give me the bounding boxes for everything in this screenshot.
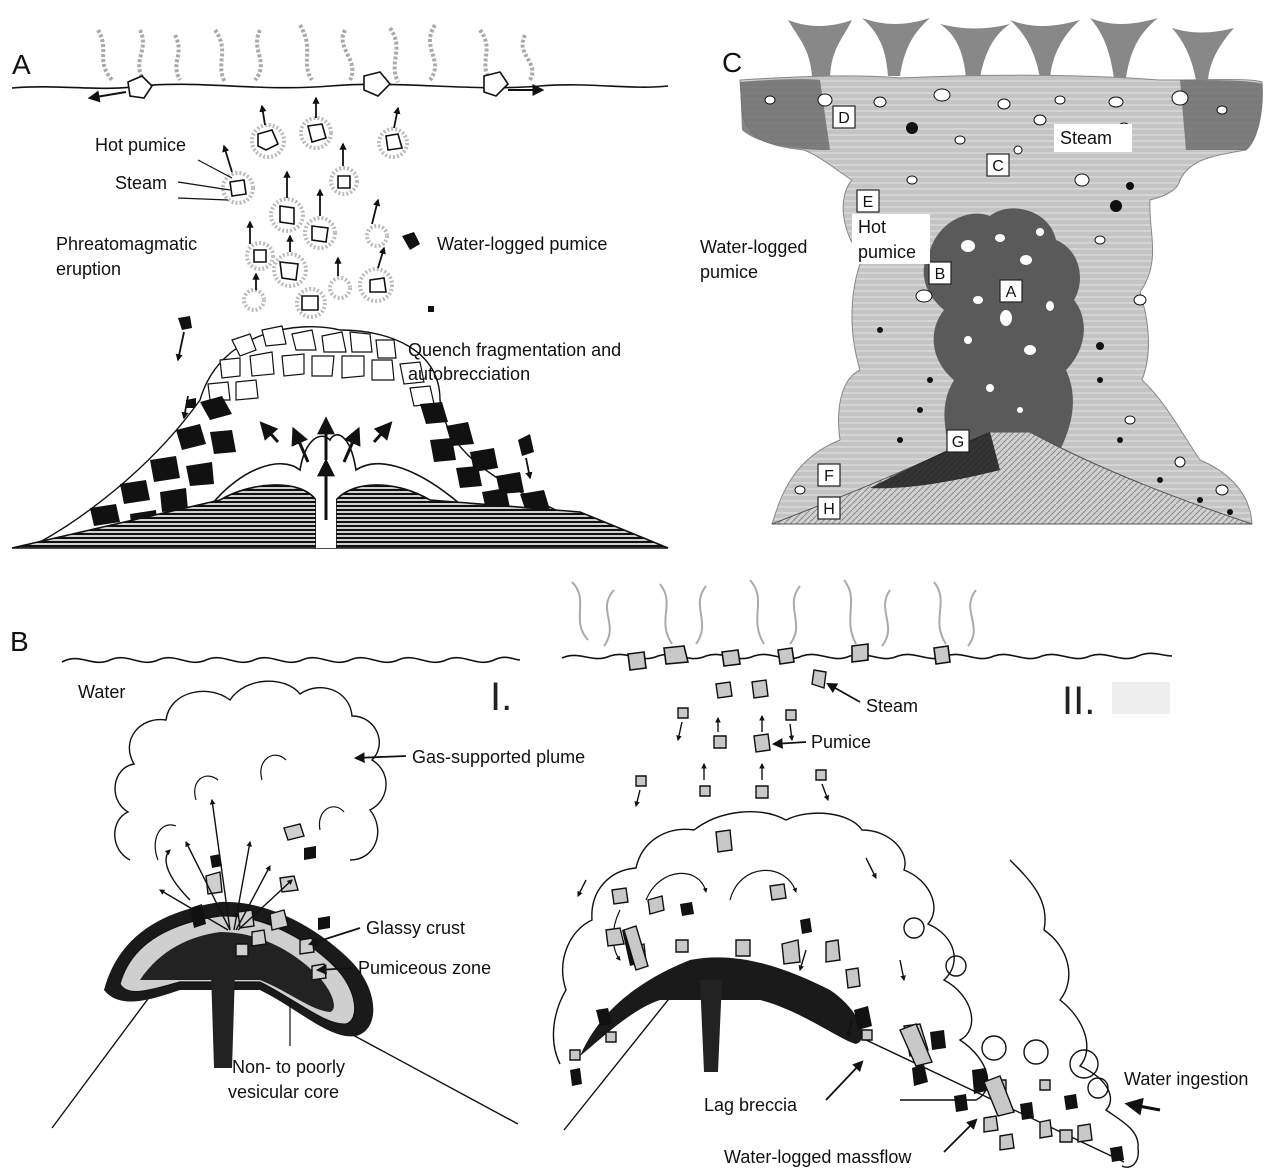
label-water-ingestion: Water ingestion bbox=[1124, 1069, 1248, 1089]
panel-b-ii-rising-pumice bbox=[636, 670, 826, 798]
panel-c-plume-dark-right bbox=[1180, 80, 1262, 150]
panel-c-marker-G: G bbox=[947, 430, 969, 452]
panel-a: A bbox=[12, 25, 668, 548]
svg-text:C: C bbox=[992, 158, 1004, 175]
panel-a-water-surface bbox=[12, 84, 668, 88]
label-waterlogged-massflow: Water-logged massflow bbox=[724, 1147, 912, 1167]
panel-b-ii-steam-wisps bbox=[572, 580, 976, 646]
panel-b-i: Water I. bbox=[52, 657, 585, 1128]
label-hot-pumice: Hot pumice bbox=[95, 135, 186, 155]
panel-b-ii-swirls bbox=[904, 918, 1108, 1098]
leader-hot-pumice bbox=[198, 160, 232, 178]
pointer-steam-b bbox=[828, 684, 860, 702]
label-steam-c: Steam bbox=[1060, 128, 1112, 148]
label-steam-b: Steam bbox=[866, 696, 918, 716]
label-pumiceous-zone: Pumiceous zone bbox=[358, 958, 491, 978]
panel-b-ii-label-bg bbox=[1112, 682, 1170, 714]
label-autobrecciation: autobrecciation bbox=[408, 364, 530, 384]
pointer-pumice-b bbox=[774, 742, 806, 744]
leader-steam-a-2 bbox=[178, 198, 228, 200]
panel-c-marker-H: H bbox=[818, 497, 840, 519]
svg-text:F: F bbox=[824, 468, 834, 485]
label-waterlogged-c-line1: Water-logged bbox=[700, 237, 807, 257]
svg-text:G: G bbox=[952, 434, 964, 451]
panel-c-marker-A: A bbox=[1000, 280, 1022, 302]
label-water: Water bbox=[78, 682, 125, 702]
panel-a-steam-wisps bbox=[98, 25, 532, 82]
panel-a-letter: A bbox=[12, 49, 31, 80]
panel-b-i-water-surface bbox=[62, 657, 520, 662]
label-pumice-b: Pumice bbox=[811, 732, 871, 752]
panel-b-i-slope bbox=[52, 980, 162, 1128]
panel-b-i-slope-right bbox=[340, 1028, 518, 1124]
panel-b-i-label: I. bbox=[490, 675, 512, 719]
label-lag-breccia: Lag breccia bbox=[704, 1095, 798, 1115]
svg-text:A: A bbox=[1006, 284, 1017, 301]
label-glassy-crust: Glassy crust bbox=[366, 918, 465, 938]
panel-c-marker-D: D bbox=[833, 106, 855, 128]
label-core-line1: Non- to poorly bbox=[232, 1057, 345, 1077]
label-eruption: eruption bbox=[56, 259, 121, 279]
panel-c-plume-dark-left bbox=[740, 79, 830, 150]
panel-a-drift-arrow-left bbox=[90, 92, 126, 98]
panel-c-surface-steam bbox=[788, 18, 1234, 80]
panel-b-ii-dome-crust bbox=[580, 957, 862, 1056]
panel-b-ii-label: II. bbox=[1062, 679, 1095, 723]
panel-b-i-feeder bbox=[210, 940, 236, 1068]
svg-text:D: D bbox=[838, 110, 850, 127]
panel-b-letter: B bbox=[10, 626, 29, 657]
label-waterlogged-c-line2: pumice bbox=[700, 262, 758, 282]
label-core-line2: vesicular core bbox=[228, 1082, 339, 1102]
panel-c-dark-column bbox=[924, 208, 1084, 450]
panel-b-ii-right-plume bbox=[1010, 860, 1138, 1167]
panel-c-letter: C bbox=[722, 47, 742, 78]
label-hot-c-line2: pumice bbox=[858, 242, 916, 262]
panel-b: B Water I. bbox=[10, 580, 1248, 1167]
label-hot-c-line1: Hot bbox=[858, 217, 886, 237]
panel-c-marker-F: F bbox=[818, 464, 840, 486]
svg-text:E: E bbox=[863, 194, 874, 211]
pointer-massflow bbox=[944, 1120, 976, 1152]
panel-b-ii-feeder bbox=[700, 980, 722, 1072]
panel-c-marker-E: E bbox=[857, 190, 879, 212]
panel-c-marker-B: B bbox=[929, 262, 951, 284]
panel-b-ii-surface-pumice bbox=[628, 644, 950, 670]
label-phreatomagmatic: Phreatomagmatic bbox=[56, 234, 197, 254]
label-steam-a: Steam bbox=[115, 173, 167, 193]
panel-c-marker-C: C bbox=[987, 154, 1009, 176]
label-quench-fragmentation: Quench fragmentation and bbox=[408, 340, 621, 360]
pointer-plume bbox=[356, 756, 406, 758]
label-waterlogged-pumice-a: Water-logged pumice bbox=[437, 234, 607, 254]
panel-b-ii-arrows-up bbox=[636, 716, 828, 806]
pointer-water-ingestion bbox=[1128, 1104, 1160, 1110]
panel-a-rising-pumice bbox=[223, 98, 407, 317]
svg-text:B: B bbox=[935, 266, 946, 283]
pointer-lag-breccia bbox=[826, 1062, 862, 1100]
label-gas-supported-plume: Gas-supported plume bbox=[412, 747, 585, 767]
panel-c: C bbox=[700, 18, 1262, 524]
svg-text:H: H bbox=[823, 501, 835, 518]
panel-b-ii: II. bbox=[553, 580, 1248, 1167]
panel-b-i-plume bbox=[115, 681, 386, 860]
